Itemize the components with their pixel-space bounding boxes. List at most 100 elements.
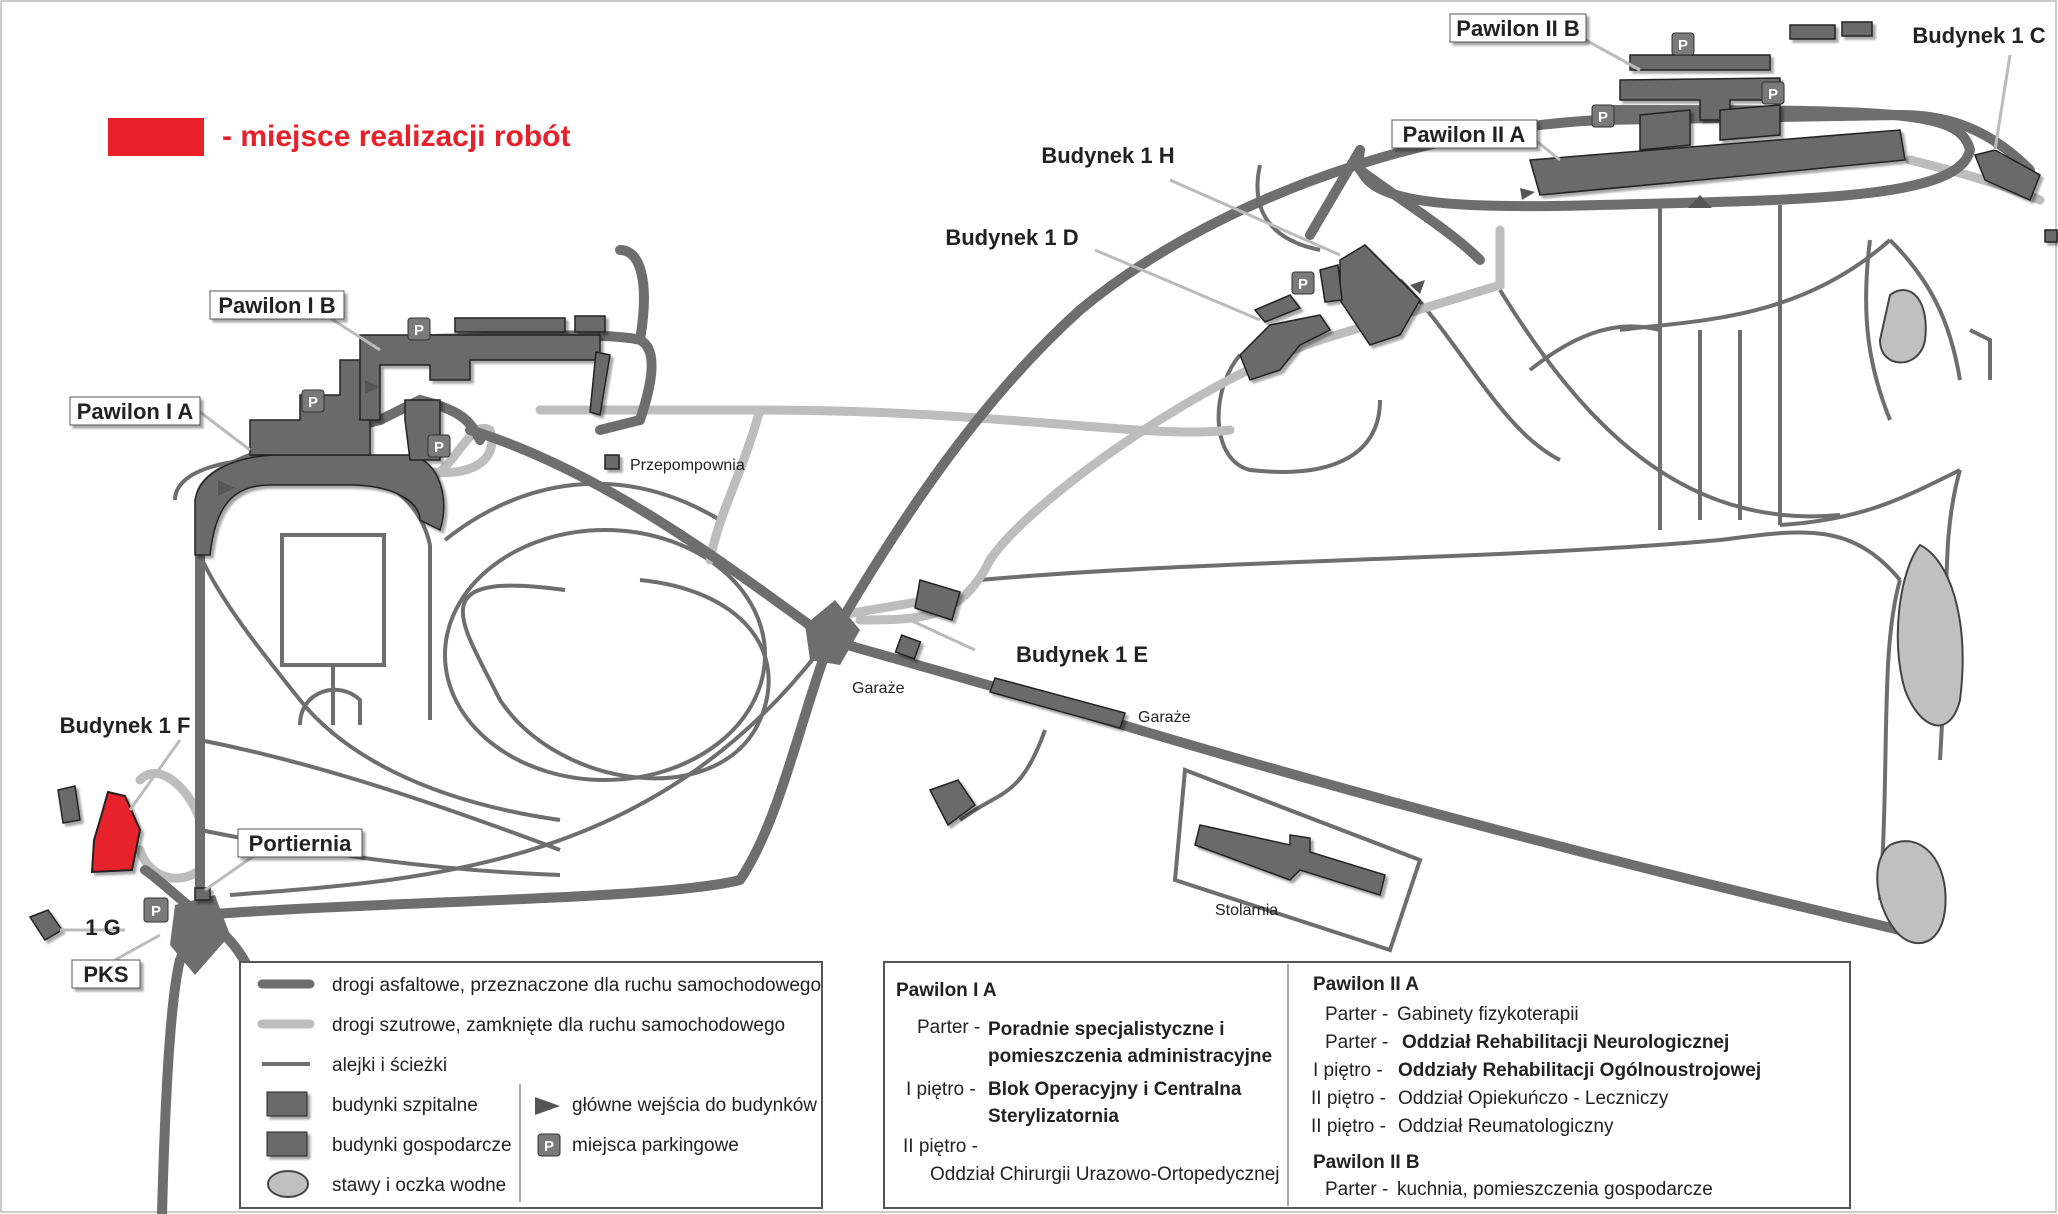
road-h-link	[1305, 145, 1365, 240]
building-1g	[28, 909, 64, 942]
pond-icon	[267, 1170, 309, 1198]
label-garaze-2: Garaże	[1138, 709, 1191, 726]
entrance-arrow-icon	[1520, 188, 1535, 200]
label-pawilon-iia: Pawilon II A	[1391, 119, 1538, 149]
svg-text:budynki szpitalne: budynki szpitalne	[332, 1095, 478, 1116]
gravel-1f	[135, 769, 205, 825]
entrance-arrow-icon	[1688, 195, 1712, 208]
label-budynek-1f: Budynek 1 F	[60, 713, 191, 738]
svg-text:Pawilon II A: Pawilon II A	[1403, 122, 1526, 147]
map-labels: Pawilon I B Pawilon I A Pawilon II B Paw…	[60, 13, 2050, 989]
svg-text:Oddział Opiekuńczo - Leczniczy: Oddział Opiekuńczo - Leczniczy	[1398, 1088, 1669, 1109]
road-h-link2	[1355, 165, 1485, 265]
label-przepompownia: Przepompownia	[630, 457, 745, 474]
svg-text:Sterylizatornia: Sterylizatornia	[988, 1106, 1119, 1127]
svg-text:alejki i ścieżki: alejki i ścieżki	[332, 1055, 447, 1076]
path-h-to-ne	[1255, 164, 1321, 252]
label-stolarnia: Stolarnia	[1215, 902, 1278, 919]
svg-text:Parter -: Parter -	[917, 1017, 980, 1038]
svg-text:P: P	[151, 903, 161, 920]
road-ib-spur	[615, 245, 649, 345]
building-1f-highlighted	[90, 790, 142, 874]
svg-text:Oddziały Rehabilitacji Ogólnou: Oddziały Rehabilitacji Ogólnoustrojowej	[1398, 1060, 1761, 1081]
svg-text:P: P	[1298, 276, 1308, 293]
gravel-pump	[705, 405, 765, 565]
label-budynek-1h: Budynek 1 H	[1041, 143, 1174, 168]
svg-text:II piętro -: II piętro -	[1311, 1116, 1386, 1137]
svg-text:Pawilon II B: Pawilon II B	[1456, 16, 1579, 41]
pawilon-iia-main	[1529, 129, 1906, 196]
parking-icon: P	[1591, 104, 1615, 128]
svg-text:P: P	[434, 439, 444, 456]
svg-text:I piętro -: I piętro -	[1313, 1060, 1383, 1081]
entrance-arrow-icon	[1410, 280, 1425, 294]
path-east-13	[1878, 579, 1902, 901]
svg-text:P: P	[308, 394, 318, 411]
svg-text:Oddział Chirurgii Urazowo-Orto: Oddział Chirurgii Urazowo-Ortopedycznej	[930, 1164, 1280, 1185]
svg-text:Budynek 1 F: Budynek 1 F	[60, 713, 191, 738]
paths-layer	[173, 164, 1992, 953]
garage-1	[894, 634, 922, 660]
svg-text:II piętro -: II piętro -	[903, 1136, 978, 1157]
portiernia-building	[194, 887, 211, 901]
svg-text:Pawilon I B: Pawilon I B	[218, 293, 335, 318]
label-pks: PKS	[71, 959, 141, 989]
path-east-14	[1969, 328, 1992, 380]
parking-icon: P	[427, 434, 451, 458]
utility-ib-1	[454, 317, 566, 333]
label-pawilon-iib: Pawilon II B	[1449, 13, 1587, 43]
highlight-legend: - miejsce realizacji robót	[108, 118, 570, 156]
utility-iib-2	[1841, 21, 1873, 37]
building-1f-annex	[57, 785, 81, 824]
path-east-11	[1888, 238, 1962, 381]
highlight-swatch	[108, 118, 204, 156]
path-west-1	[198, 554, 561, 822]
gravel-pawilon-ib	[415, 424, 497, 485]
svg-text:Portiernia: Portiernia	[249, 831, 352, 856]
pawilon-ib-east	[589, 351, 611, 416]
svg-text:budynki gospodarcze: budynki gospodarcze	[332, 1135, 512, 1156]
gravel-1e-link	[835, 595, 935, 620]
svg-text:Oddział Rehabilitacji Neurolog: Oddział Rehabilitacji Neurologicznej	[1402, 1032, 1729, 1053]
junction-blob	[805, 600, 860, 665]
parking-icon: P	[1671, 32, 1695, 56]
svg-text:główne wejścia do budynków: główne wejścia do budynków	[572, 1095, 817, 1116]
stolarnia-building	[1194, 824, 1386, 896]
svg-text:P: P	[1678, 37, 1688, 54]
park-oval-path	[460, 578, 771, 781]
label-pawilon-ia: Pawilon I A	[69, 396, 201, 426]
svg-text:Parter -: Parter -	[1325, 1004, 1388, 1025]
pond-2	[1896, 543, 1964, 727]
pawilon-ia-building	[194, 454, 445, 556]
path-east-12	[1864, 239, 1892, 421]
svg-text:drogi asfaltowe, przeznaczone: drogi asfaltowe, przeznaczone dla ruchu …	[332, 975, 821, 996]
info-right-title-a: Pawilon II A	[1313, 974, 1419, 995]
gravel-west-to-h	[535, 405, 1235, 437]
svg-text:P: P	[414, 322, 424, 339]
gravel-roads-layer	[135, 155, 2045, 883]
svg-text:P: P	[1768, 86, 1778, 103]
svg-text:kuchnia, pomieszczenia gospoda: kuchnia, pomieszczenia gospodarcze	[1397, 1179, 1713, 1200]
building-1e	[914, 579, 961, 621]
field-goal	[298, 687, 362, 726]
path-mid-1	[443, 481, 722, 542]
label-budynek-1e: Budynek 1 E	[1016, 642, 1148, 667]
label-garaze-1: Garaże	[852, 680, 905, 697]
svg-text:Blok Operacyjny i Centralna: Blok Operacyjny i Centralna	[988, 1079, 1242, 1100]
svg-text:Oddział Reumatologiczny: Oddział Reumatologiczny	[1398, 1116, 1614, 1137]
svg-text:I piętro -: I piętro -	[906, 1079, 976, 1100]
entrance-arrow-icon	[218, 480, 235, 496]
svg-text:PKS: PKS	[83, 962, 128, 987]
path-east-8	[1498, 288, 1841, 519]
building-far-east	[2044, 229, 2058, 243]
path-east-9	[1779, 468, 1961, 527]
path-h-loop	[1216, 353, 1382, 474]
utility-iib-1	[1789, 24, 1836, 40]
path-garage-stub	[958, 729, 1047, 822]
svg-text:1 G: 1 G	[85, 915, 120, 940]
entrance-arrows	[218, 188, 1712, 496]
label-pawilon-ib: Pawilon I B	[209, 290, 345, 320]
road-main-west	[465, 425, 835, 645]
info-left-title: Pawilon I A	[896, 980, 997, 1001]
pawilon-iia-wing-1	[1639, 109, 1691, 151]
